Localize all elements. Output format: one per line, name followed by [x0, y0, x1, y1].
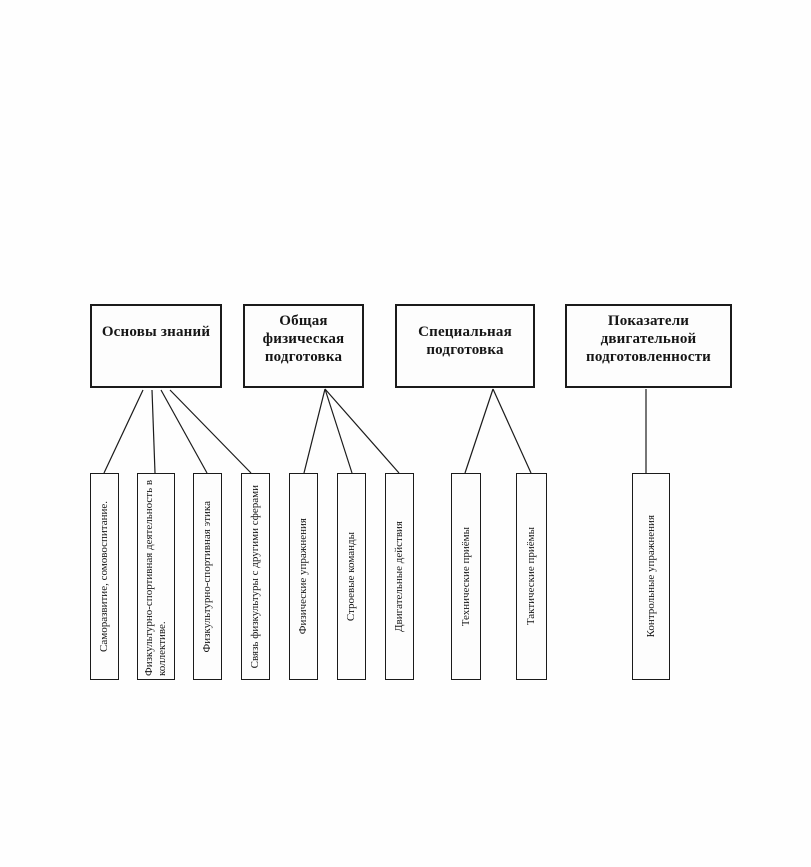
connector-line: [103, 389, 144, 474]
connector-line: [169, 389, 252, 474]
top-box-label: Показатели двигательной подготовленности: [586, 313, 711, 365]
leaf-box-tactical-techniques: Тактические приёмы: [516, 473, 547, 680]
leaf-box-label: Физические упражнения: [297, 518, 309, 635]
top-box-basics-of-knowledge: Основы знаний: [90, 304, 222, 388]
connector-line: [160, 389, 208, 474]
leaf-box-technical-techniques: Технические приёмы: [451, 473, 481, 680]
top-box-label: Общая физическая подготовка: [262, 313, 345, 365]
top-box-label: Основы знаний: [101, 324, 211, 340]
connector-line: [151, 389, 156, 474]
connector-line: [464, 388, 494, 474]
leaf-box-link-with-other-spheres: Связь физкультуры с другими сферами: [241, 473, 270, 680]
top-box-label: Специальная подготовка: [418, 324, 512, 358]
leaf-box-self-development: Саморазвитие, сомовоспитание.: [90, 473, 119, 680]
leaf-box-sport-ethics: Физкультурно-спортивная этика: [193, 473, 222, 680]
top-box-special-training: Специальная подготовка: [395, 304, 535, 388]
leaf-box-label: Двигательные действия: [393, 521, 405, 632]
leaf-box-label: Контрольные упражнения: [644, 515, 657, 638]
connector-line: [303, 388, 326, 474]
leaf-box-label: Связь физкультуры с другими сферами: [249, 484, 261, 669]
connector-line: [324, 388, 400, 474]
leaf-box-label: Физкультурно-спортивная этика: [201, 500, 213, 653]
leaf-box-label: Саморазвитие, сомовоспитание.: [98, 501, 110, 652]
leaf-box-label: Тактические приёмы: [525, 527, 537, 626]
connector-line: [492, 388, 532, 474]
connector-line: [324, 388, 353, 474]
top-box-general-physical-training: Общая физическая подготовка: [243, 304, 364, 388]
leaf-box-physical-exercises: Физические упражнения: [289, 473, 318, 680]
leaf-box-label: Строевые команды: [345, 531, 357, 622]
leaf-box-drill-commands: Строевые команды: [337, 473, 366, 680]
leaf-box-motor-actions: Двигательные действия: [385, 473, 414, 680]
leaf-box-label: Физкультурно-спортивная деятельность в к…: [143, 479, 168, 676]
top-box-motor-readiness-indicators: Показатели двигательной подготовленности: [565, 304, 732, 388]
leaf-box-label: Технические приёмы: [459, 526, 472, 627]
leaf-box-sport-activity-in-collective: Физкультурно-спортивная деятельность в к…: [137, 473, 175, 680]
leaf-box-control-exercises: Контрольные упражнения: [632, 473, 670, 680]
